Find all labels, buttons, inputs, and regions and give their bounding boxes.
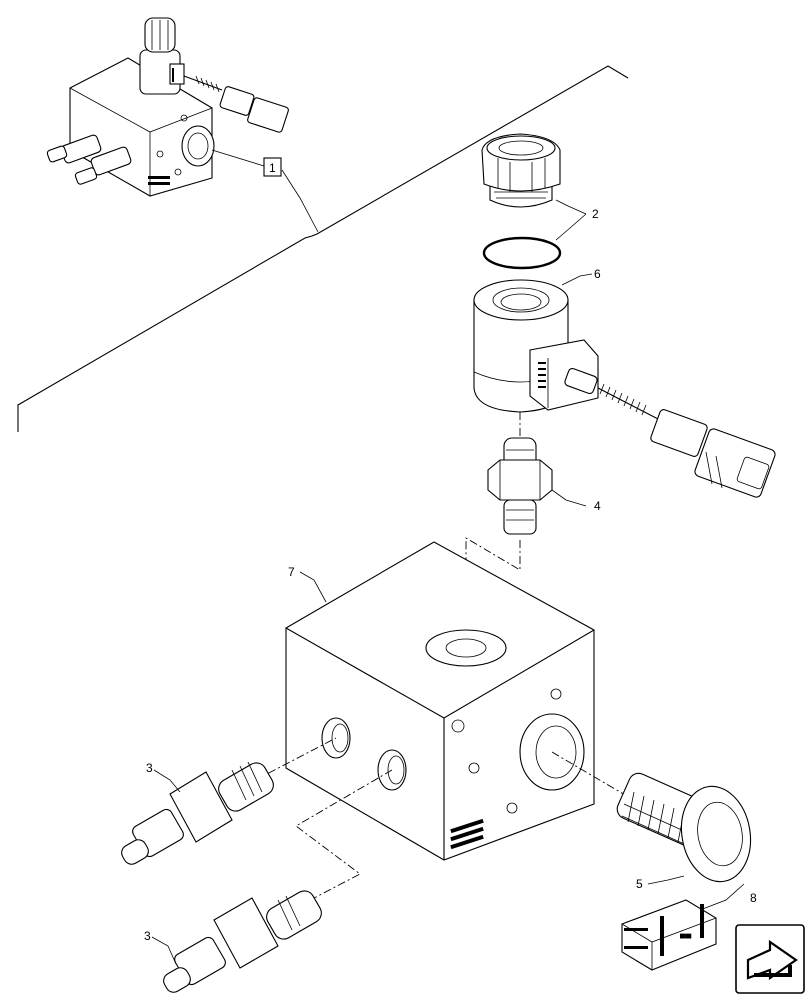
svg-text:▄▄: ▄▄ xyxy=(680,929,692,939)
callout-6: 6 xyxy=(594,267,601,281)
callout-7: 7 xyxy=(288,565,295,579)
callout-3-upper: 3 xyxy=(146,761,153,775)
callout-2: 2 xyxy=(592,207,599,221)
callout-2-leaders xyxy=(555,199,587,241)
callout-4: 4 xyxy=(594,499,601,513)
assembly-separator-line xyxy=(17,65,629,432)
callout-8: 8 xyxy=(750,891,757,905)
callout-5: 5 xyxy=(636,877,643,891)
part-7-manifold-block xyxy=(285,541,595,861)
part-2-adjusting-knob xyxy=(481,133,561,208)
part-2-o-ring xyxy=(482,236,562,270)
callout-3-lower: 3 xyxy=(144,929,151,943)
part-5-strainer-plug xyxy=(616,772,752,885)
centerline-left-lower xyxy=(271,769,393,921)
part-3-relief-cartridge-upper xyxy=(121,761,274,865)
part-6-solenoid-coil xyxy=(473,273,776,498)
part-4-adapter-fitting xyxy=(487,412,587,535)
part-3-relief-cartridge-lower xyxy=(151,890,322,993)
callout-1-box xyxy=(263,157,282,177)
valve-assembly-thumbnail xyxy=(46,17,319,233)
part-8-parts-crate-icon: ▄▄ xyxy=(621,883,745,971)
callout-1: 1 xyxy=(269,161,276,175)
next-page-arrow-icon[interactable] xyxy=(735,924,805,994)
